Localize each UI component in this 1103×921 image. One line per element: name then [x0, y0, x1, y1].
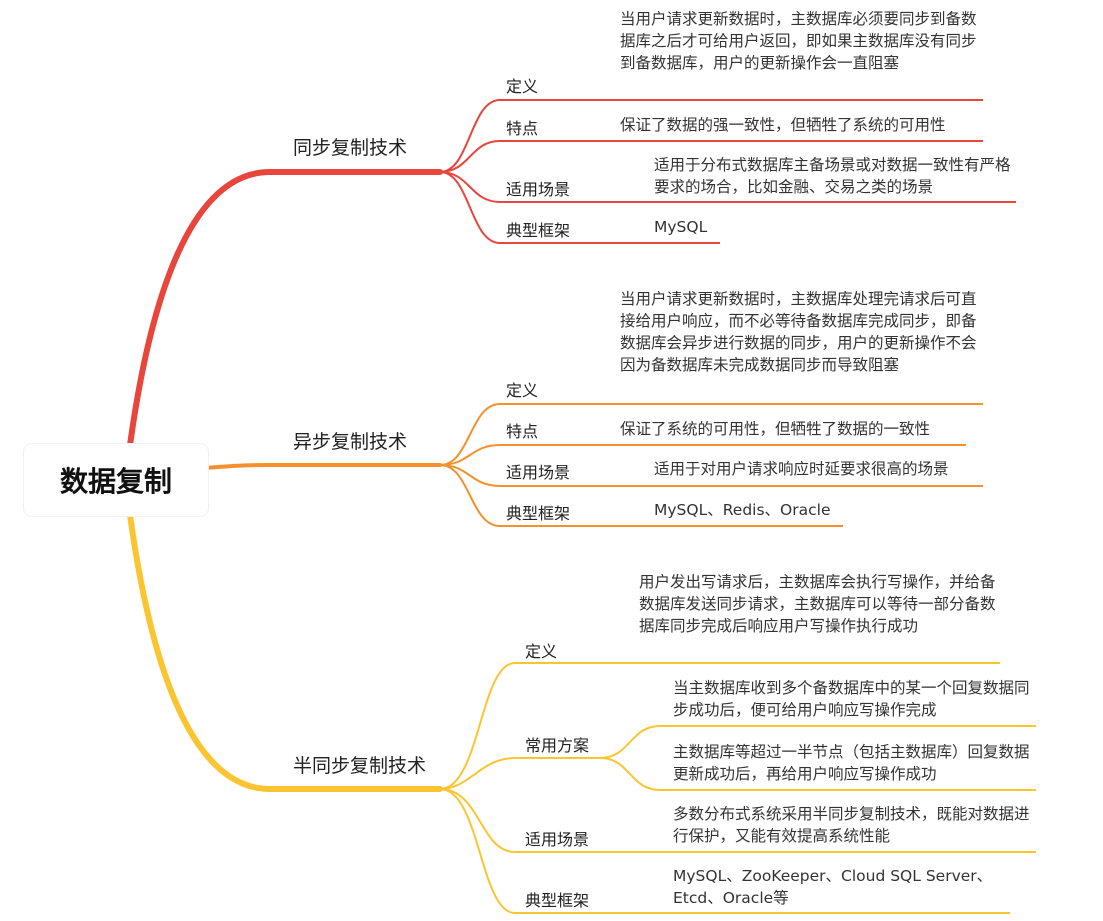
async-scene-label[interactable]: 适用场景 [506, 463, 571, 482]
async-frame-label[interactable]: 典型框架 [506, 504, 571, 523]
semi-def-line [439, 662, 1000, 790]
sync-frame-text[interactable]: MySQL [654, 218, 708, 236]
semi-scene-line [439, 788, 1036, 853]
semi-def-text[interactable]: 用户发出写请求后，主数据库会执行写操作，并给备数据库发送同步请求，主数据库可以等… [639, 573, 996, 635]
sync-title[interactable]: 同步复制技术 [293, 137, 408, 159]
semi-plan-2-line [599, 757, 1036, 791]
sync-def-text[interactable]: 当用户请求更新数据时，主数据库必须要同步到备数据库之后才可给用户返回，即如果主数… [620, 10, 977, 72]
sync-scene-label[interactable]: 适用场景 [506, 180, 571, 199]
async-branch-line [203, 463, 442, 470]
sync-feat-line [439, 140, 983, 173]
sync-branch-line [127, 169, 443, 448]
semi-plan-label[interactable]: 常用方案 [525, 736, 590, 755]
root-node[interactable]: 数据复制 [24, 444, 208, 516]
semi-plan-line [439, 757, 600, 790]
sync-def-label[interactable]: 定义 [506, 77, 539, 96]
async-feat-label[interactable]: 特点 [506, 422, 539, 441]
sync-scene-line [439, 171, 1016, 203]
semi-plan-1-line [599, 725, 1036, 759]
semi-def-label[interactable]: 定义 [525, 642, 558, 661]
semi-branch-line [127, 512, 443, 792]
async-feat-text[interactable]: 保证了系统的可用性，但牺牲了数据的一致性 [620, 420, 931, 438]
async-def-label[interactable]: 定义 [506, 381, 539, 400]
semi-frame-text[interactable]: MySQL、ZooKeeper、Cloud SQL Server、Etcd、Or… [673, 867, 993, 907]
semi-title[interactable]: 半同步复制技术 [293, 755, 427, 777]
semi-scene-text[interactable]: 多数分布式系统采用半同步复制技术，既能对数据进行保护，又能有效提高系统性能 [673, 805, 1030, 845]
sync-scene-text[interactable]: 适用于分布式数据库主备场景或对数据一致性有严格要求的场合，比如金融、交易之类的场… [654, 156, 1011, 196]
async-title[interactable]: 异步复制技术 [293, 431, 408, 453]
async-def-text[interactable]: 当用户请求更新数据时，主数据库处理完请求后可直接给用户响应，而不必等待备数据库完… [620, 290, 977, 374]
sync-feat-text[interactable]: 保证了数据的强一致性，但牺牲了系统的可用性 [620, 116, 946, 134]
sync-frame-label[interactable]: 典型框架 [506, 221, 571, 240]
semi-plan-text-2[interactable]: 主数据库等超过一半节点（包括主数据库）回复数据更新成功后，再给用户响应写操作成功 [673, 743, 1030, 783]
semi-frame-line [439, 788, 1010, 914]
async-frame-text[interactable]: MySQL、Redis、Oracle [654, 501, 831, 519]
async-feat-line [439, 444, 966, 466]
async-frame-line [439, 464, 843, 527]
async-scene-line [439, 464, 983, 487]
semi-frame-label[interactable]: 典型框架 [525, 891, 590, 910]
semi-scene-label[interactable]: 适用场景 [525, 830, 590, 849]
async-scene-text[interactable]: 适用于对用户请求响应时延要求很高的场景 [654, 460, 949, 478]
sync-feat-label[interactable]: 特点 [506, 119, 539, 138]
sync-frame-line [439, 171, 720, 244]
async-def-line [439, 403, 983, 466]
sync-def-line [439, 99, 983, 173]
semi-plan-text-1[interactable]: 当主数据库收到多个备数据库中的某一个回复数据同步成功后，便可给用户响应写操作完成 [673, 679, 1030, 719]
